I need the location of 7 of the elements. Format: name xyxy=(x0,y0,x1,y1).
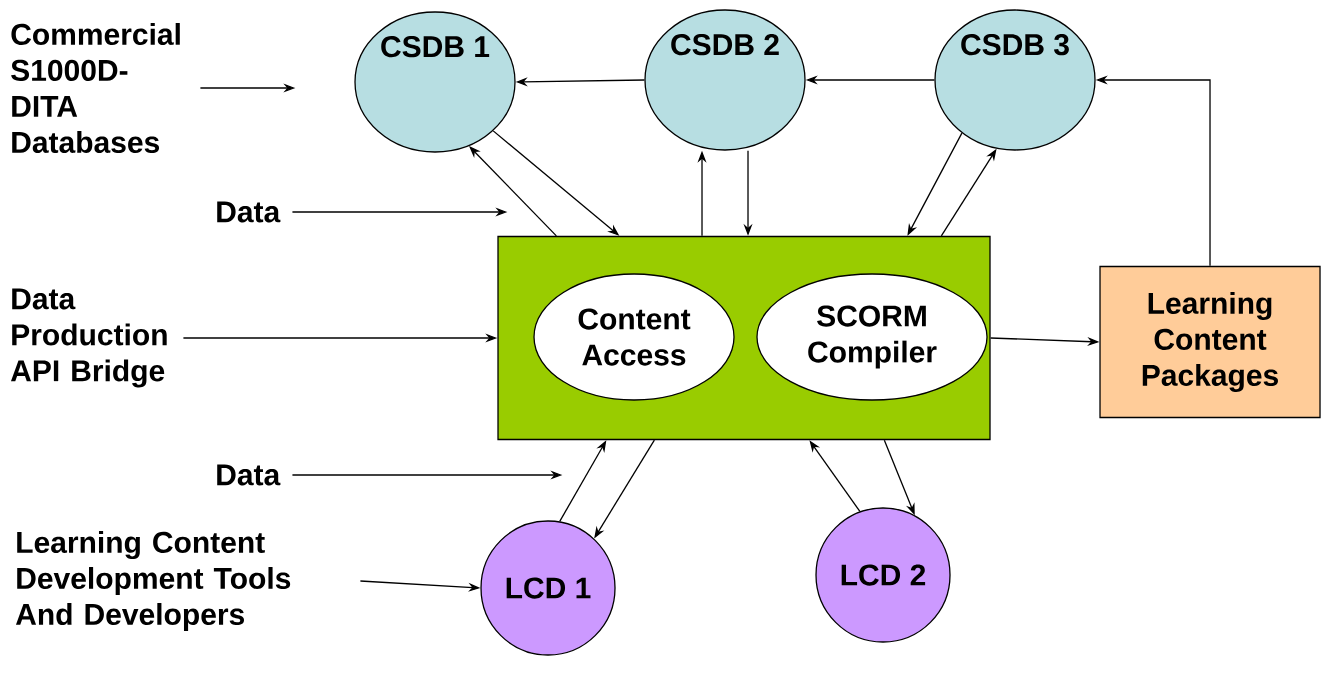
side-label: Data xyxy=(217,201,281,223)
arrow xyxy=(469,146,557,237)
side-label: Data Production API Bridge xyxy=(10,288,167,388)
output-box: Learning Content Packages xyxy=(1099,265,1321,419)
side-label: Data xyxy=(217,464,281,486)
side-label: Learning Content Development Tools And Developers xyxy=(15,531,291,631)
side-label: Commercial S1000D-DITA Databases xyxy=(11,23,180,153)
